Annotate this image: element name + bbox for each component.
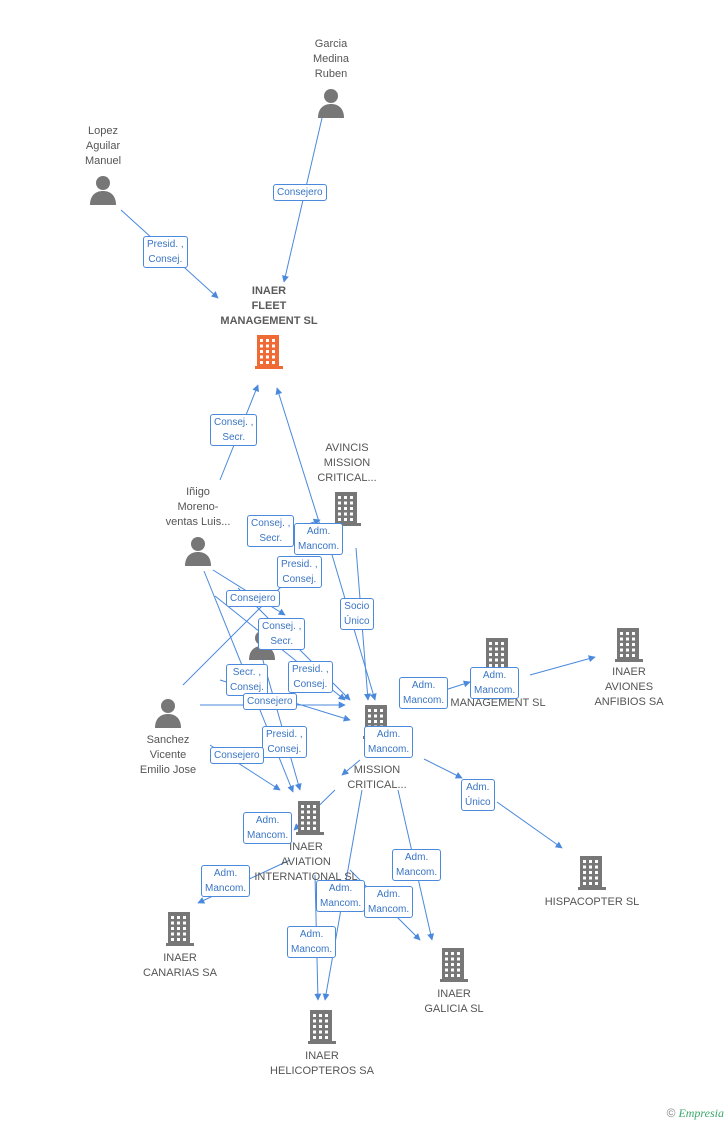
- role-label: Consej. , Secr.: [210, 414, 258, 446]
- company-name-label[interactable]: INAER AVIONES ANFIBIOS SA: [594, 666, 664, 708]
- role-label: Adm. Mancom.: [243, 812, 293, 844]
- role-label: Consejero: [210, 747, 264, 764]
- role-label: Adm. Único: [461, 779, 495, 811]
- brand-logo[interactable]: © Empresia: [667, 1106, 724, 1121]
- building-icon[interactable]: [333, 492, 361, 531]
- building-icon[interactable]: [296, 801, 324, 840]
- role-label: Socio Único: [340, 598, 374, 630]
- role-label: Presid. , Consej.: [277, 556, 322, 588]
- role-label: Consejero: [273, 184, 327, 201]
- role-label: Adm. Mancom.: [470, 667, 520, 699]
- person-icon[interactable]: [183, 535, 213, 572]
- company-name-label[interactable]: A... MISSION CRITICAL...: [347, 749, 407, 791]
- building-icon[interactable]: [578, 856, 606, 895]
- company-name-label[interactable]: INAER GALICIA SL: [424, 988, 484, 1015]
- role-label: Adm. Mancom.: [399, 677, 449, 709]
- role-label: Adm. Mancom.: [294, 523, 344, 555]
- person-name-label[interactable]: Lopez Aguilar Manuel: [84, 125, 122, 167]
- relationship-edge: [341, 759, 361, 776]
- person-icon[interactable]: [153, 697, 183, 734]
- person-name-label[interactable]: Iñigo Moreno- ventas Luis...: [165, 486, 231, 528]
- role-label: Consejero: [226, 590, 280, 607]
- role-label: Adm. Mancom.: [287, 926, 337, 958]
- role-label: Presid. , Consej.: [288, 661, 333, 693]
- role-label: Consejero: [243, 693, 297, 710]
- person-icon[interactable]: [316, 87, 346, 124]
- company-name-label[interactable]: INAER AVIATION INTERNATIONAL SL: [254, 841, 358, 883]
- role-label: Adm. Mancom.: [364, 726, 414, 758]
- company-name-label[interactable]: INAER HELICOPTEROS SA: [270, 1050, 374, 1077]
- company-name-label[interactable]: AVINCIS MISSION CRITICAL...: [317, 442, 377, 484]
- role-label: Consej. , Secr.: [258, 618, 306, 650]
- person-name-label[interactable]: Garcia Medina Ruben: [312, 38, 350, 80]
- role-label: Adm. Mancom.: [316, 880, 366, 912]
- person-name-label[interactable]: Sanchez Vicente Emilio Jose: [139, 734, 197, 776]
- building-icon[interactable]: [440, 948, 468, 987]
- relationship-edge: [423, 758, 463, 779]
- building-icon[interactable]: [615, 628, 643, 667]
- copyright-symbol: ©: [666, 1106, 676, 1120]
- company-name-label[interactable]: INAER CANARIAS SA: [143, 952, 217, 979]
- building-icon[interactable]: [308, 1010, 336, 1049]
- person-icon[interactable]: [88, 174, 118, 211]
- role-label: Adm. Mancom.: [392, 849, 442, 881]
- role-label: Presid. , Consej.: [262, 726, 307, 758]
- brand-name: Empresia: [678, 1106, 724, 1120]
- role-label: Consej. , Secr.: [247, 515, 295, 547]
- company-name-label[interactable]: INAER FLEET MANAGEMENT SL: [220, 285, 318, 327]
- role-label: Adm. Mancom.: [201, 865, 251, 897]
- building-icon[interactable]: [166, 912, 194, 951]
- relationship-edge: [496, 801, 563, 849]
- relationship-edge: [529, 655, 596, 676]
- building-icon[interactable]: [255, 335, 283, 374]
- role-label: Secr. , Consej.: [226, 664, 268, 696]
- role-label: Adm. Mancom.: [364, 886, 414, 918]
- company-name-label[interactable]: HISPACOPTER SL: [544, 896, 640, 908]
- relationship-edge: [275, 387, 321, 526]
- role-label: Presid. , Consej.: [143, 236, 188, 268]
